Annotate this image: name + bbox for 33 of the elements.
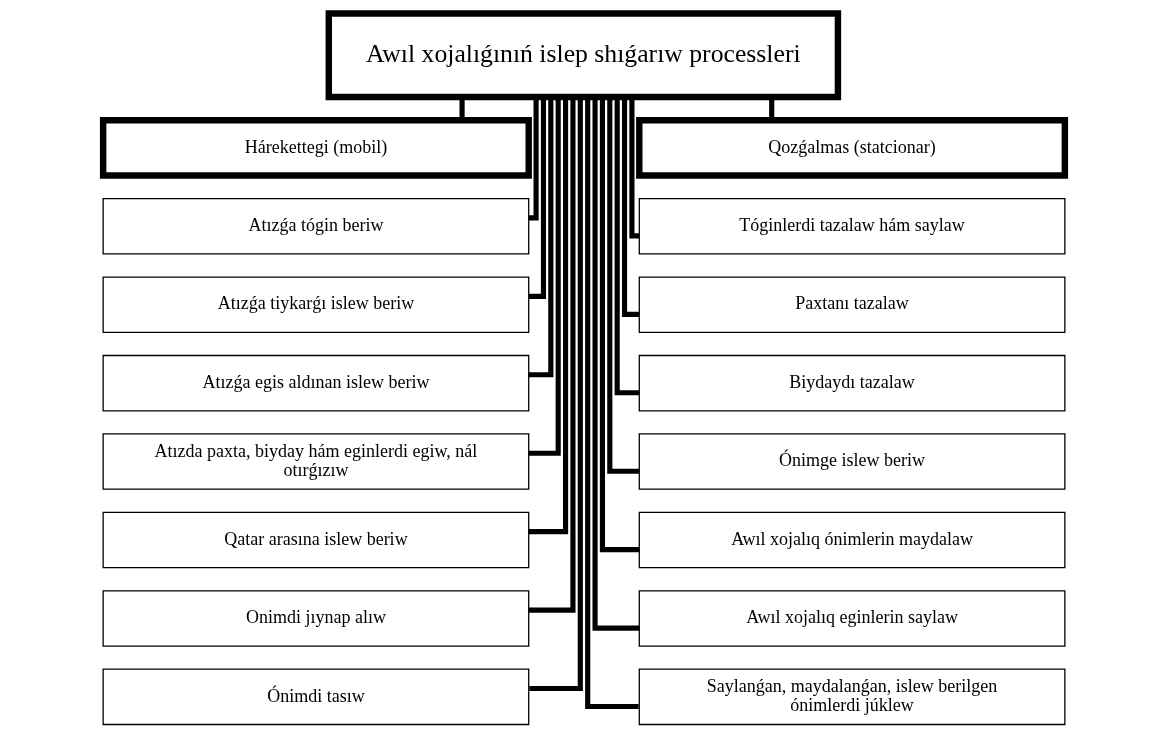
node-box: Tóginlerdi tazalaw hám saylaw bbox=[638, 198, 1066, 255]
node-box: Biydaydı tazalaw bbox=[638, 354, 1066, 412]
connector bbox=[528, 97, 569, 535]
connector bbox=[459, 97, 465, 120]
node-box: Ónimge islew beriw bbox=[638, 433, 1066, 490]
node-box: Awıl xojalıq eginlerin saylaw bbox=[638, 590, 1066, 647]
connector bbox=[769, 97, 775, 120]
node-box: Qozǵalmas (statcionar) bbox=[636, 117, 1069, 179]
connector bbox=[528, 97, 576, 613]
connector bbox=[629, 97, 640, 239]
node-box: Saylanǵan, maydalanǵan, islew berilgen ónimlerdi júklew bbox=[638, 668, 1066, 726]
connector bbox=[528, 97, 539, 221]
connector bbox=[592, 97, 640, 631]
node-box: Awıl xojalıq ónimlerin maydalaw bbox=[638, 511, 1066, 569]
node-box: Ónimdi tasıw bbox=[102, 668, 530, 726]
connector bbox=[529, 97, 583, 692]
connector bbox=[614, 97, 640, 396]
connector bbox=[528, 97, 547, 299]
connector bbox=[607, 97, 640, 474]
node-box: Atızǵa tiykarǵı islew beriw bbox=[102, 276, 530, 333]
node-box: Awıl xojalıǵınıń islep shıǵarıw processleri bbox=[325, 10, 842, 101]
node-box: Atızǵa egis aldınan islew beriw bbox=[102, 354, 530, 412]
node-box: Qatar arasına islew beriw bbox=[102, 511, 530, 569]
connector bbox=[528, 97, 554, 378]
node-box: Onimdi jıynap alıw bbox=[102, 590, 530, 647]
node-box: Hárekettegi (mobil) bbox=[99, 117, 532, 179]
node-box: Atızda paxta, biyday hám eginlerdi egiw, nál otırǵızıw bbox=[102, 433, 530, 490]
connector bbox=[528, 97, 561, 456]
node-box: Paxtanı tazalaw bbox=[638, 276, 1066, 333]
connector bbox=[585, 97, 639, 710]
node-box: Atızǵa tógin beriw bbox=[102, 198, 530, 255]
connector bbox=[599, 97, 640, 553]
connector bbox=[621, 97, 640, 317]
